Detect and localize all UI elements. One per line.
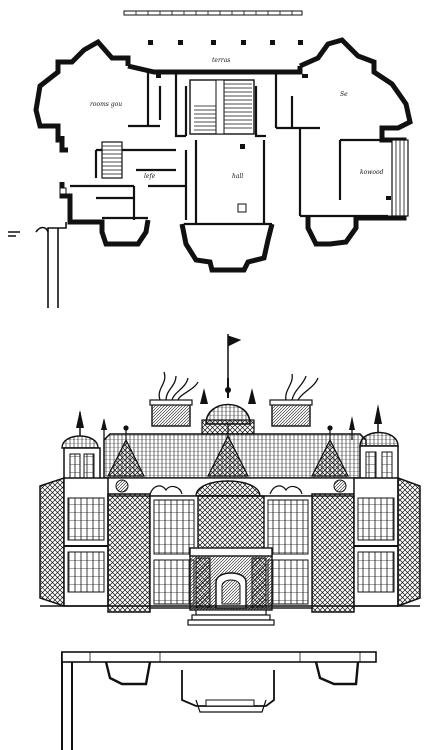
roof-dormers: [107, 424, 349, 477]
terrace-columns: [148, 40, 303, 45]
label-left-room: rooms gou: [90, 101, 122, 108]
entrance-steps: [187, 609, 275, 626]
central-flagpole: [227, 334, 242, 378]
floor-plan: terras rooms gou Se hall kowood lefe: [8, 37, 413, 308]
front-elevation: [39, 334, 421, 626]
right-staircase: [391, 139, 409, 217]
chimneys: [149, 399, 313, 427]
plan-outer-walls: [33, 37, 413, 273]
central-facade: [149, 495, 313, 609]
label-terrace: terras: [212, 57, 230, 64]
garden-path: [8, 222, 67, 308]
left-tower: [61, 410, 107, 487]
label-hall: hall: [232, 173, 243, 180]
label-left-lower: lefe: [144, 173, 156, 180]
label-right-room: Se: [340, 91, 348, 98]
side-windows: [64, 497, 398, 593]
main-staircase: [189, 79, 255, 135]
entrance-portal: [189, 547, 273, 611]
plan-inner-walls: [70, 72, 400, 226]
lower-plan: [61, 651, 377, 750]
side-staircase: [101, 141, 123, 179]
label-right-lower: kowood: [360, 169, 384, 176]
plan-fixtures: [59, 74, 391, 213]
chimney-smoke: [158, 371, 319, 401]
scale-bar: [123, 10, 303, 16]
